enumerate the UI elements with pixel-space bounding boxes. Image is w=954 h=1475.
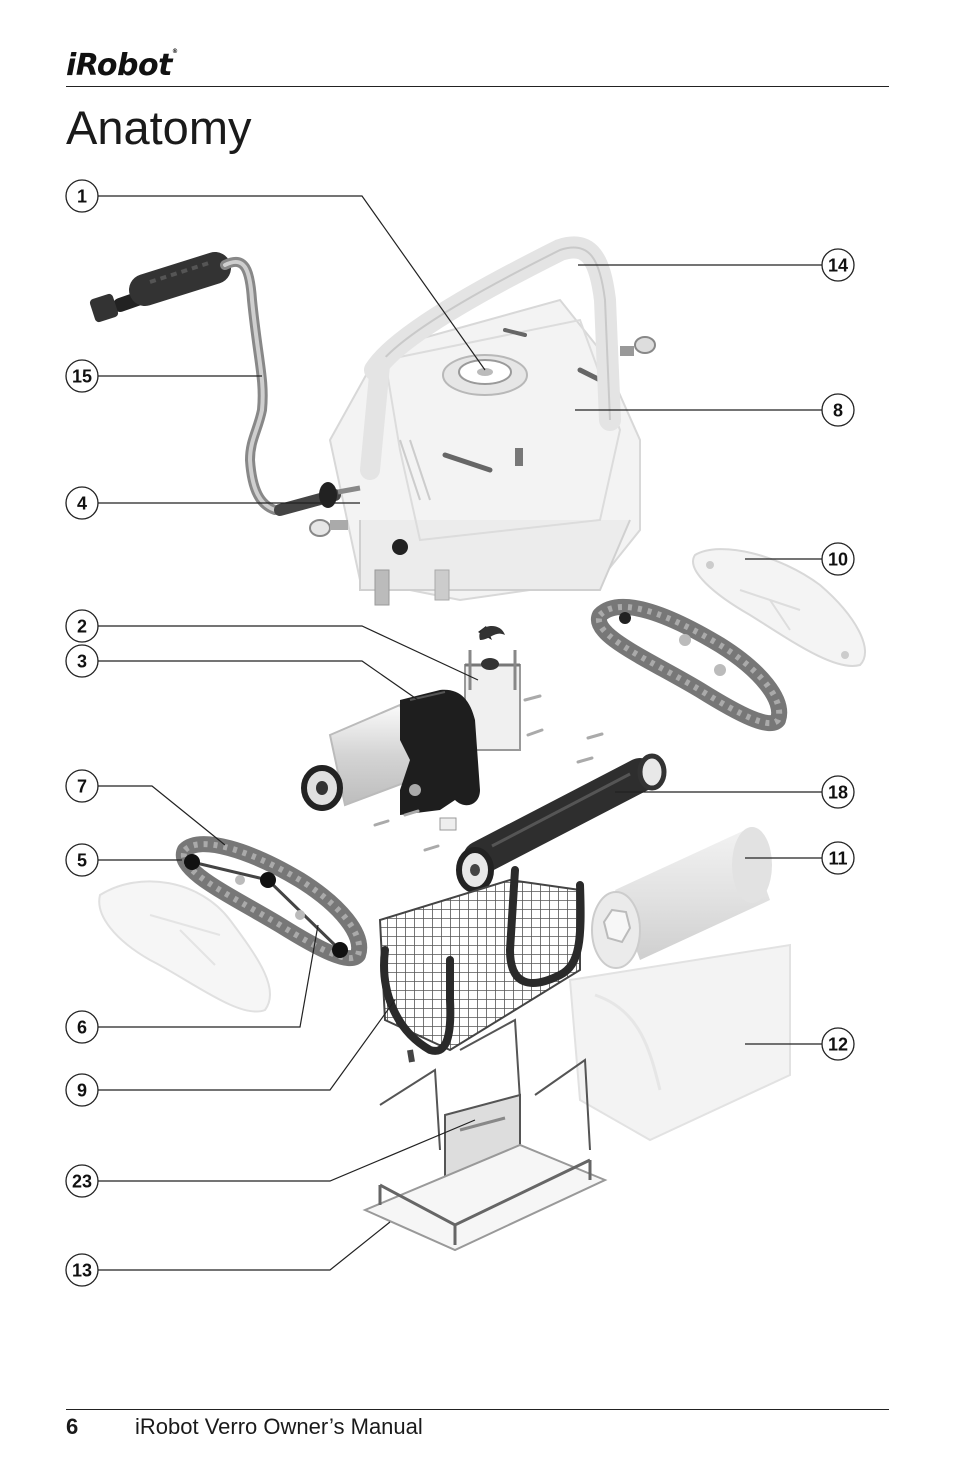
manual-title: iRobot Verro Owner’s Manual — [135, 1414, 423, 1439]
brand-name: iRobot — [66, 48, 172, 83]
debris-basket — [378, 866, 585, 1063]
svg-text:23: 23 — [72, 1172, 92, 1192]
callout-5: 5 — [65, 843, 99, 877]
callout-10: 10 — [821, 542, 855, 576]
page-title: Anatomy — [66, 101, 252, 154]
callout-3: 3 — [65, 644, 99, 678]
left-track — [176, 836, 368, 967]
svg-text:15: 15 — [72, 367, 92, 387]
callout-6: 6 — [65, 1010, 99, 1044]
callout-15: 15 — [65, 359, 99, 393]
page-number: 6 — [66, 1414, 79, 1439]
callout-4: 4 — [65, 486, 99, 520]
svg-text:12: 12 — [828, 1035, 848, 1055]
side-cap-right — [620, 336, 656, 356]
callout-23: 23 — [65, 1164, 99, 1198]
svg-text:10: 10 — [828, 550, 848, 570]
filter-cartridge — [591, 827, 772, 969]
svg-text:11: 11 — [828, 849, 847, 869]
footer-rule — [66, 1409, 889, 1410]
right-track — [591, 599, 788, 732]
brush-roller — [456, 753, 667, 893]
left-side-panel — [98, 880, 271, 1013]
brand-logo: iRobot® — [66, 48, 178, 83]
side-cap-left — [309, 519, 348, 537]
header-rule — [66, 86, 889, 87]
callout-18: 18 — [821, 775, 855, 809]
swivel-cable — [89, 252, 280, 515]
callout-9: 9 — [65, 1073, 99, 1107]
svg-text:2: 2 — [77, 617, 87, 637]
right-side-panel — [692, 548, 866, 667]
svg-text:7: 7 — [77, 777, 87, 797]
svg-text:18: 18 — [828, 783, 848, 803]
svg-text:14: 14 — [828, 256, 848, 276]
svg-text:9: 9 — [77, 1081, 87, 1101]
callout-1: 1 — [65, 179, 99, 213]
robot-housing — [309, 236, 656, 606]
svg-text:4: 4 — [77, 494, 87, 514]
drive-motor — [301, 689, 480, 815]
leader-lines — [98, 195, 822, 1271]
callout-8: 8 — [821, 393, 855, 427]
svg-text:5: 5 — [77, 851, 87, 871]
svg-text:8: 8 — [833, 401, 843, 421]
callout-2: 2 — [65, 609, 99, 643]
callout-13: 13 — [65, 1253, 99, 1287]
trademark-mark: ® — [171, 48, 178, 55]
callout-14: 14 — [821, 248, 855, 282]
filter-bag — [568, 943, 791, 1142]
svg-text:6: 6 — [77, 1018, 87, 1038]
screws — [373, 694, 604, 852]
svg-text:3: 3 — [77, 652, 87, 672]
svg-text:1: 1 — [77, 187, 87, 207]
svg-text:13: 13 — [72, 1261, 92, 1281]
callout-12: 12 — [821, 1027, 855, 1061]
callout-11: 11 — [821, 841, 855, 875]
small-clip — [439, 817, 457, 831]
callout-7: 7 — [65, 769, 99, 803]
base-tray — [362, 1143, 608, 1252]
